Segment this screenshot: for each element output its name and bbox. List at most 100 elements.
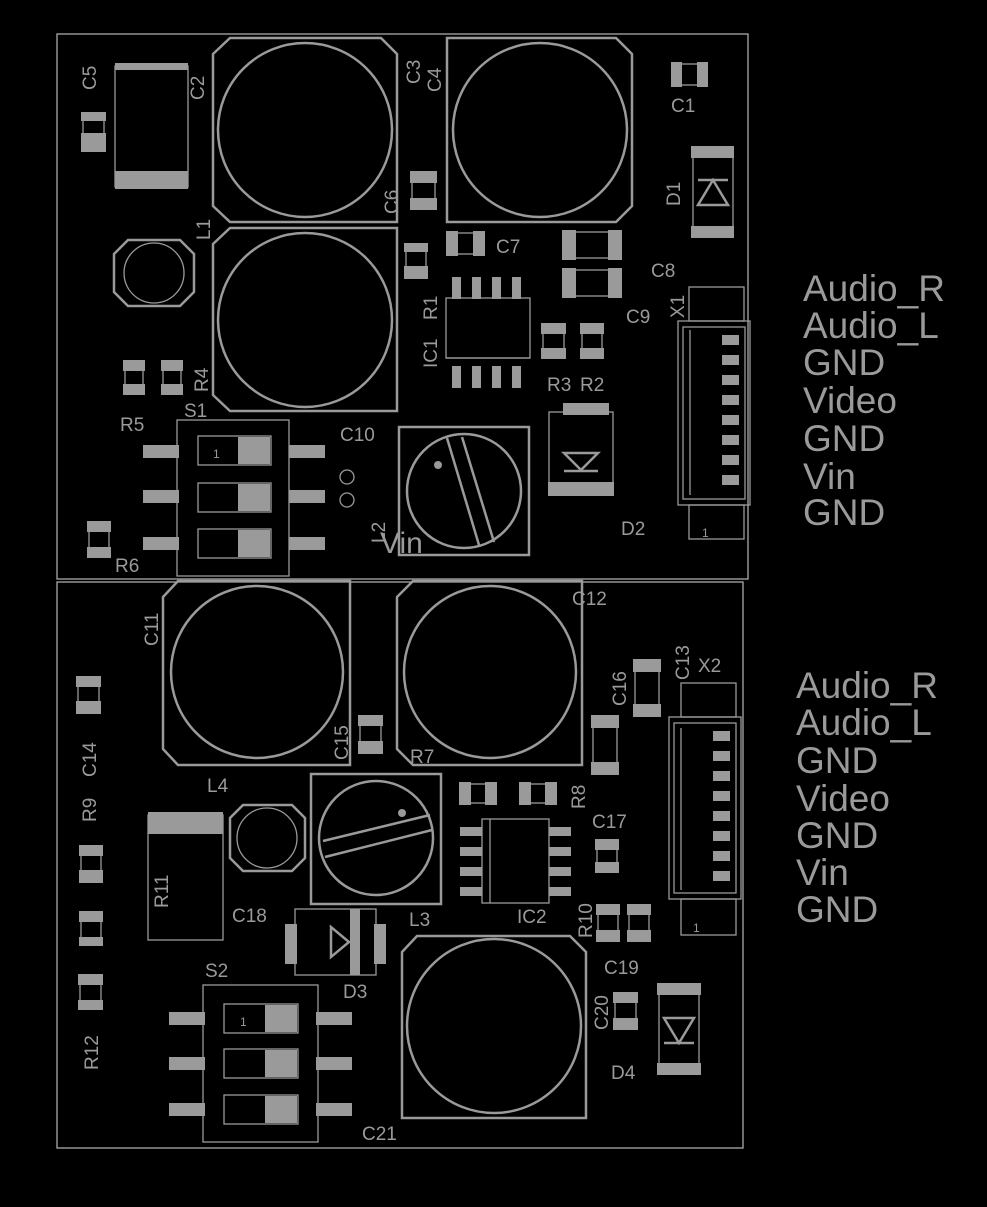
smd-pad-c5-small: [81, 112, 106, 152]
label-d1: D1: [664, 182, 685, 206]
label-c16: C16: [610, 671, 631, 706]
pin-label-gnd: GND: [796, 740, 878, 781]
pin-label-gnd: GND: [803, 342, 885, 383]
label-c15: C15: [332, 725, 353, 760]
component-c3-c4-capacitor: [445, 36, 634, 224]
pin-label-gnd: GND: [803, 418, 885, 459]
label-c8: C8: [651, 261, 675, 282]
connector-x1: [677, 286, 751, 540]
smd-c16: [633, 659, 661, 717]
label-r1: R1: [421, 296, 442, 320]
component-s1-dip-switch: [143, 419, 325, 577]
smd-pad-r9: [79, 845, 103, 883]
label-c6: C6: [382, 190, 403, 214]
board-1: C5 C2 C3 C4 C1: [56, 33, 751, 580]
pin-label-gnd: GND: [803, 492, 885, 533]
board-1-pin-list: Audio_R Audio_L GND Video GND Vin GND: [803, 268, 945, 533]
pin-label-audio-r: Audio_R: [803, 268, 945, 309]
pin-label-vin: Vin: [803, 456, 856, 497]
label-x2: X2: [698, 656, 721, 677]
component-c21-capacitor: [400, 934, 588, 1120]
smd-pad-c14: [76, 676, 101, 714]
component-c11-capacitor: [161, 579, 352, 767]
smd-c1: [671, 62, 708, 87]
label-c10: C10: [340, 425, 375, 446]
label-switch-num-1: 1: [213, 447, 220, 461]
component-d3-diode: [285, 908, 386, 976]
component-d2-diode: [548, 403, 614, 496]
smd-c17: [595, 839, 619, 873]
smd-r3: [541, 323, 566, 359]
label-l4: L4: [207, 776, 229, 797]
label-c4: C4: [425, 67, 446, 92]
board-2: C11 C12 C15 C16 C13 X2: [56, 579, 744, 1149]
label-r11: R11: [152, 875, 173, 908]
label-r7: R7: [410, 747, 434, 768]
label-r4: R4: [192, 367, 213, 392]
label-r5: R5: [120, 415, 144, 436]
smd-c20: [613, 992, 638, 1030]
pin-label-gnd: GND: [796, 815, 878, 856]
label-c11: C11: [142, 613, 163, 646]
pin-label-audio-r: Audio_R: [796, 665, 938, 706]
board-1-outline: [56, 33, 749, 580]
label-c3: C3: [404, 60, 425, 84]
component-s2-dip-switch: [169, 984, 352, 1143]
label-connector-num-1: 1: [702, 526, 709, 540]
component-ic1: [445, 277, 531, 388]
component-c-large-middle: [211, 226, 399, 413]
pin-label-gnd: GND: [796, 889, 878, 930]
label-r9: R9: [80, 798, 101, 822]
smd-r10-pads: [596, 904, 651, 942]
smd-c6: [410, 171, 437, 210]
label-x1: X1: [668, 295, 689, 318]
smd-c9: [562, 268, 622, 298]
label-d2: D2: [621, 519, 645, 540]
component-d4-diode: [657, 983, 701, 1075]
label-r12: R12: [82, 1035, 103, 1070]
board-2-outline: [56, 581, 744, 1149]
label-r10: R10: [576, 903, 597, 938]
label-c13: C13: [673, 645, 694, 680]
connector-x2: [668, 682, 742, 936]
label-c19: C19: [604, 958, 639, 979]
label-l2: L2: [369, 522, 390, 543]
label-switch-num-1: 1: [240, 1015, 247, 1029]
component-r7-trimmer: [309, 772, 443, 906]
component-trimmer-vin: [397, 425, 531, 557]
component-r11: [147, 812, 224, 941]
label-c7: C7: [496, 237, 520, 258]
label-c5: C5: [80, 66, 101, 90]
board-2-pin-list: Audio_R Audio_L GND Video GND Vin GND: [796, 665, 938, 930]
label-ic1: IC1: [421, 338, 442, 368]
component-d1-diode: [691, 146, 734, 238]
smd-c15: [358, 715, 383, 754]
label-l1: L1: [194, 219, 215, 240]
smd-r2: [580, 323, 604, 359]
smd-pad-r11-left: [79, 911, 103, 946]
label-d3: D3: [343, 982, 367, 1003]
pin-label-audio-l: Audio_L: [803, 305, 939, 346]
component-l1-inductor: [112, 238, 196, 308]
smd-pad-r12: [78, 974, 103, 1010]
label-c2: C2: [188, 76, 209, 100]
label-c21: C21: [362, 1124, 397, 1145]
component-c12-capacitor: [395, 579, 584, 767]
label-connector-num-1: 1: [693, 921, 700, 935]
pin-label-video: Video: [796, 778, 890, 819]
smd-c7: [446, 231, 485, 256]
label-c14: C14: [80, 742, 101, 777]
pin-label-video: Video: [803, 380, 897, 421]
component-l4-inductor: [228, 803, 307, 873]
label-c12: C12: [572, 589, 607, 610]
label-r2: R2: [580, 375, 604, 396]
smd-c13-pad: [591, 715, 619, 775]
label-ic2: IC2: [517, 907, 547, 928]
smd-r4: [123, 360, 183, 395]
label-c20: C20: [592, 995, 613, 1030]
label-r6: R6: [115, 556, 139, 577]
label-l3: L3: [409, 910, 430, 931]
label-c9: C9: [626, 307, 650, 328]
label-s2: S2: [205, 961, 228, 982]
